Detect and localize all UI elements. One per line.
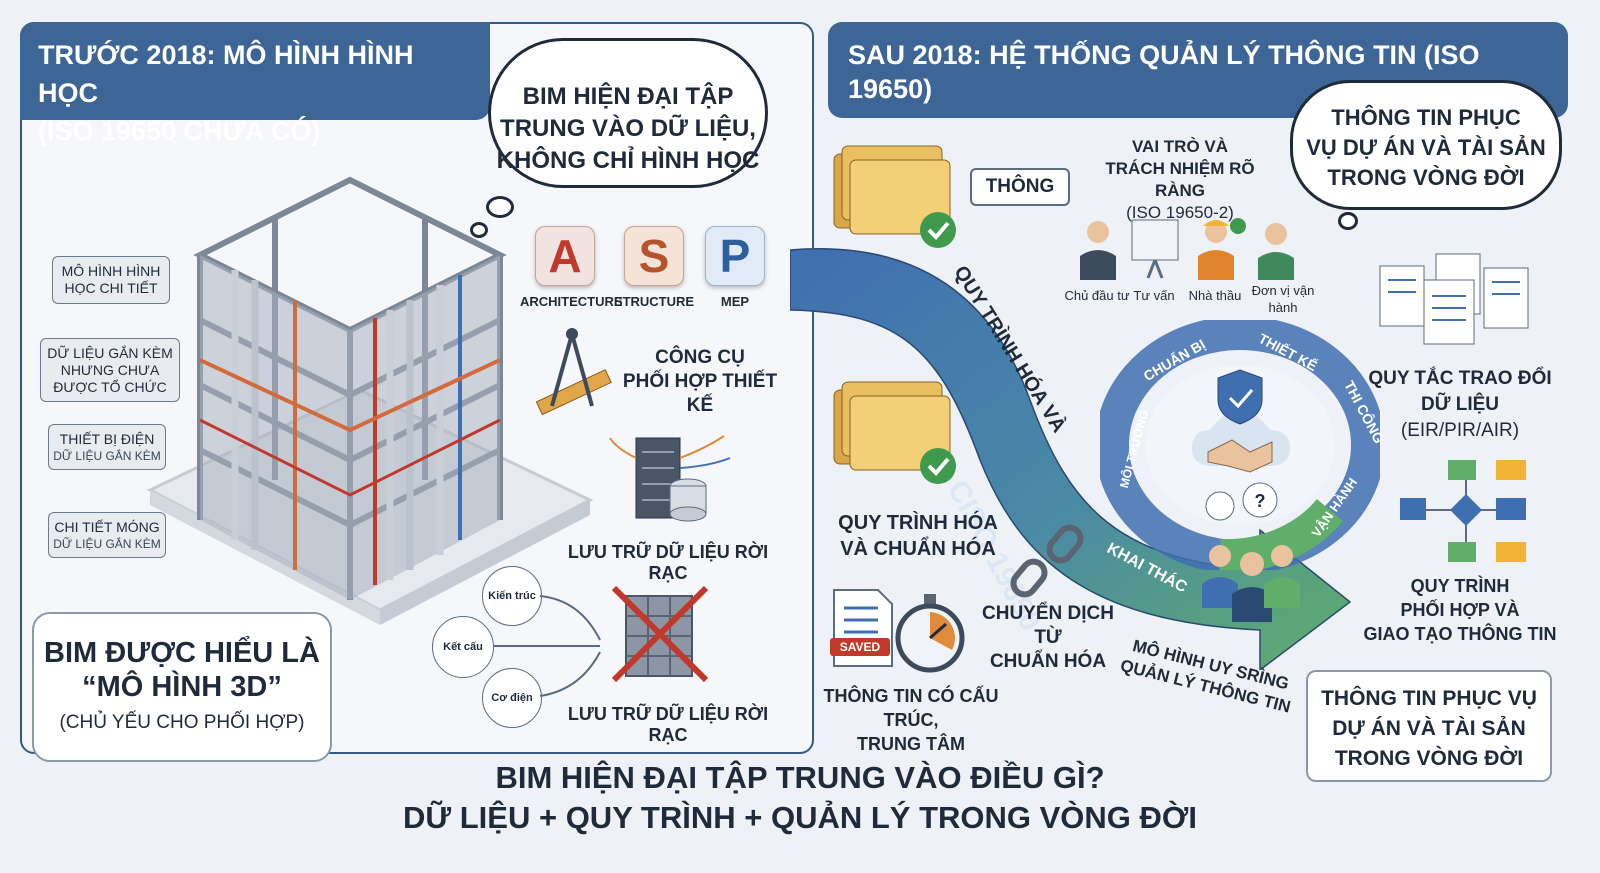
discipline-mep: Cơ điện [482, 668, 542, 728]
role-investor: Chủ đầu tư [1064, 288, 1130, 303]
tag-foundation-sub: DỮ LIỆU GẮN KÈM [53, 537, 161, 551]
tag-attached-data-title: DỮ LIỆU GẮN KÈM NHƯNG CHƯA ĐƯỢC TỔ CHỨC [47, 345, 173, 395]
svg-text:?: ? [1255, 491, 1266, 511]
tag-foundation: CHI TIẾT MÓNG DỮ LIỆU GẮN KÈM [48, 512, 166, 558]
app-architecture: A ARCHITECTURE [520, 226, 623, 309]
discipline-structure: Kết cấu [432, 616, 494, 678]
left-cloud-line3: KHÔNG CHỈ HÌNH HỌC [496, 147, 760, 174]
stopwatch-icon [895, 594, 965, 673]
storage-label-1: LƯU TRỮ DỮ LIỆU RỜI RẠC [567, 542, 769, 583]
structured-info-label: THÔNG TIN CÓ CẤU TRÚC, TRUNG TÂM [823, 686, 999, 754]
tag-electrical-title: THIẾT BỊ ĐIỆN [59, 431, 155, 447]
mep-label: MEP [720, 294, 750, 309]
lifecycle-info-box: THÔNG TIN PHỤC VỤ DỰ ÁN VÀ TÀI SẢN TRONG… [1306, 670, 1552, 782]
role-consultant: Tư vấn [1133, 288, 1175, 303]
architecture-label: ARCHITECTURE [520, 294, 623, 309]
building-illustration [146, 176, 594, 625]
bim-understood-line3: (CHỦ YẾU CHO PHỐI HỢP) [59, 712, 305, 733]
compass-ruler-icon [535, 328, 612, 416]
team-people-icon [1202, 545, 1300, 622]
bim-understood-box: BIM ĐƯỢC HIỂU LÀ “MÔ HÌNH 3D” (CHỦ YẾU C… [32, 612, 332, 762]
right-thought-cloud: THÔNG TIN PHỤC VỤ DỰ ÁN VÀ TÀI SẢN TRONG… [1290, 80, 1562, 210]
discipline-architecture: Kiến trúc [482, 566, 542, 626]
bim-understood-line2: “MÔ HÌNH 3D” [82, 671, 282, 703]
process-standardize-label: QUY TRÌNH HÓA VÀ CHUẨN HÓA [838, 512, 998, 560]
server-storage-icon [609, 435, 731, 522]
left-thought-cloud: BIM HIỆN ĐẠI TẬP TRUNG VÀO DỮ LIỆU, KHÔN… [488, 38, 768, 188]
broken-chain-icon [1010, 524, 1084, 598]
roles-title: VAI TRÒ VÀ TRÁCH NHIỆM RÕ RÀNG (ISO 1965… [1105, 137, 1255, 222]
folder-check-icon-1 [833, 145, 956, 248]
thong-tag: THÔNG [970, 168, 1070, 206]
bottom-title-line1: BIM HIỆN ĐẠI TẬP TRUNG VÀO ĐIỀU GÌ? [495, 760, 1105, 795]
left-cloud-line2: TRUNG VÀO DỮ LIỆU, [500, 115, 756, 142]
tag-geometry-model-title: MÔ HÌNH HÌNH HỌC CHI TIẾT [61, 263, 161, 296]
documents-stack-icon [1379, 253, 1529, 345]
roles-people-icon [1080, 218, 1294, 280]
bottom-title: BIM HIỆN ĐẠI TẬP TRUNG VÀO ĐIỀU GÌ? DỮ L… [300, 758, 1300, 838]
folder-check-icon-2 [833, 381, 956, 484]
structure-icon: S [624, 226, 684, 286]
app-structure: S STRUCTURE [612, 226, 696, 309]
saved-badge: SAVED [839, 640, 881, 654]
transition-label: CHUYỂN DỊCH TỪ CHUẨN HÓA [982, 603, 1114, 672]
right-header-text: SAU 2018: HỆ THỐNG QUẢN LÝ THÔNG TIN (IS… [848, 40, 1480, 104]
mep-icon: P [705, 226, 765, 286]
bottom-title-line2: DỮ LIỆU + QUY TRÌNH + QUẢN LÝ TRONG VÒNG… [403, 800, 1197, 835]
coordination-process-label: QUY TRÌNH PHỐI HỢP VÀ GIAO TẠO THÔNG TIN [1363, 576, 1557, 644]
architecture-icon: A [535, 226, 595, 286]
saved-document-icon [830, 589, 893, 667]
discipline-arrows [494, 595, 601, 697]
flowchart-icon [1400, 460, 1526, 562]
left-header-line1: TRƯỚC 2018: MÔ HÌNH HÌNH HỌC [38, 40, 414, 108]
tag-electrical-sub: DỮ LIỆU GẮN KÈM [53, 449, 161, 463]
crossed-building-icon [611, 585, 709, 683]
tag-foundation-title: CHI TIẾT MÓNG [54, 519, 160, 535]
left-header-line2: (ISO 19650 CHƯA CÓ) [38, 116, 321, 146]
left-header: TRƯỚC 2018: MÔ HÌNH HÌNH HỌC (ISO 19650 … [20, 22, 490, 146]
right-cloud-dot [1338, 212, 1358, 230]
left-cloud-line1: BIM HIỆN ĐẠI TẬP [522, 83, 734, 110]
exchange-rules-label: QUY TẮC TRAO ĐỔI DỮ LIỆU (EIR/PIR/AIR) [1368, 368, 1552, 441]
app-mep: P MEP [700, 226, 770, 309]
tag-geometry-model: MÔ HÌNH HÌNH HỌC CHI TIẾT [52, 256, 170, 304]
design-tool-label: CÔNG CỤ PHỐI HỢP THIẾT KẾ [622, 347, 778, 416]
storage-label-2: LƯU TRỮ DỮ LIỆU RỜI RẠC [567, 704, 769, 745]
cloud-dot-1 [486, 196, 514, 218]
tag-attached-data: DỮ LIỆU GẮN KÈM NHƯNG CHƯA ĐƯỢC TỔ CHỨC [40, 338, 180, 402]
structure-label: STRUCTURE [613, 294, 695, 309]
app-tiles: A ARCHITECTURE S STRUCTURE P MEP [520, 226, 780, 316]
bim-understood-line1: BIM ĐƯỢC HIỂU LÀ [44, 637, 320, 669]
cloud-dot-2 [470, 222, 488, 238]
role-operator: Đơn vị vận hành [1251, 283, 1315, 315]
tag-electrical: THIẾT BỊ ĐIỆN DỮ LIỆU GẮN KÈM [48, 424, 166, 470]
role-contractor: Nhà thầu [1188, 288, 1242, 303]
right-header: SAU 2018: HỆ THỐNG QUẢN LÝ THÔNG TIN (IS… [828, 22, 1568, 118]
